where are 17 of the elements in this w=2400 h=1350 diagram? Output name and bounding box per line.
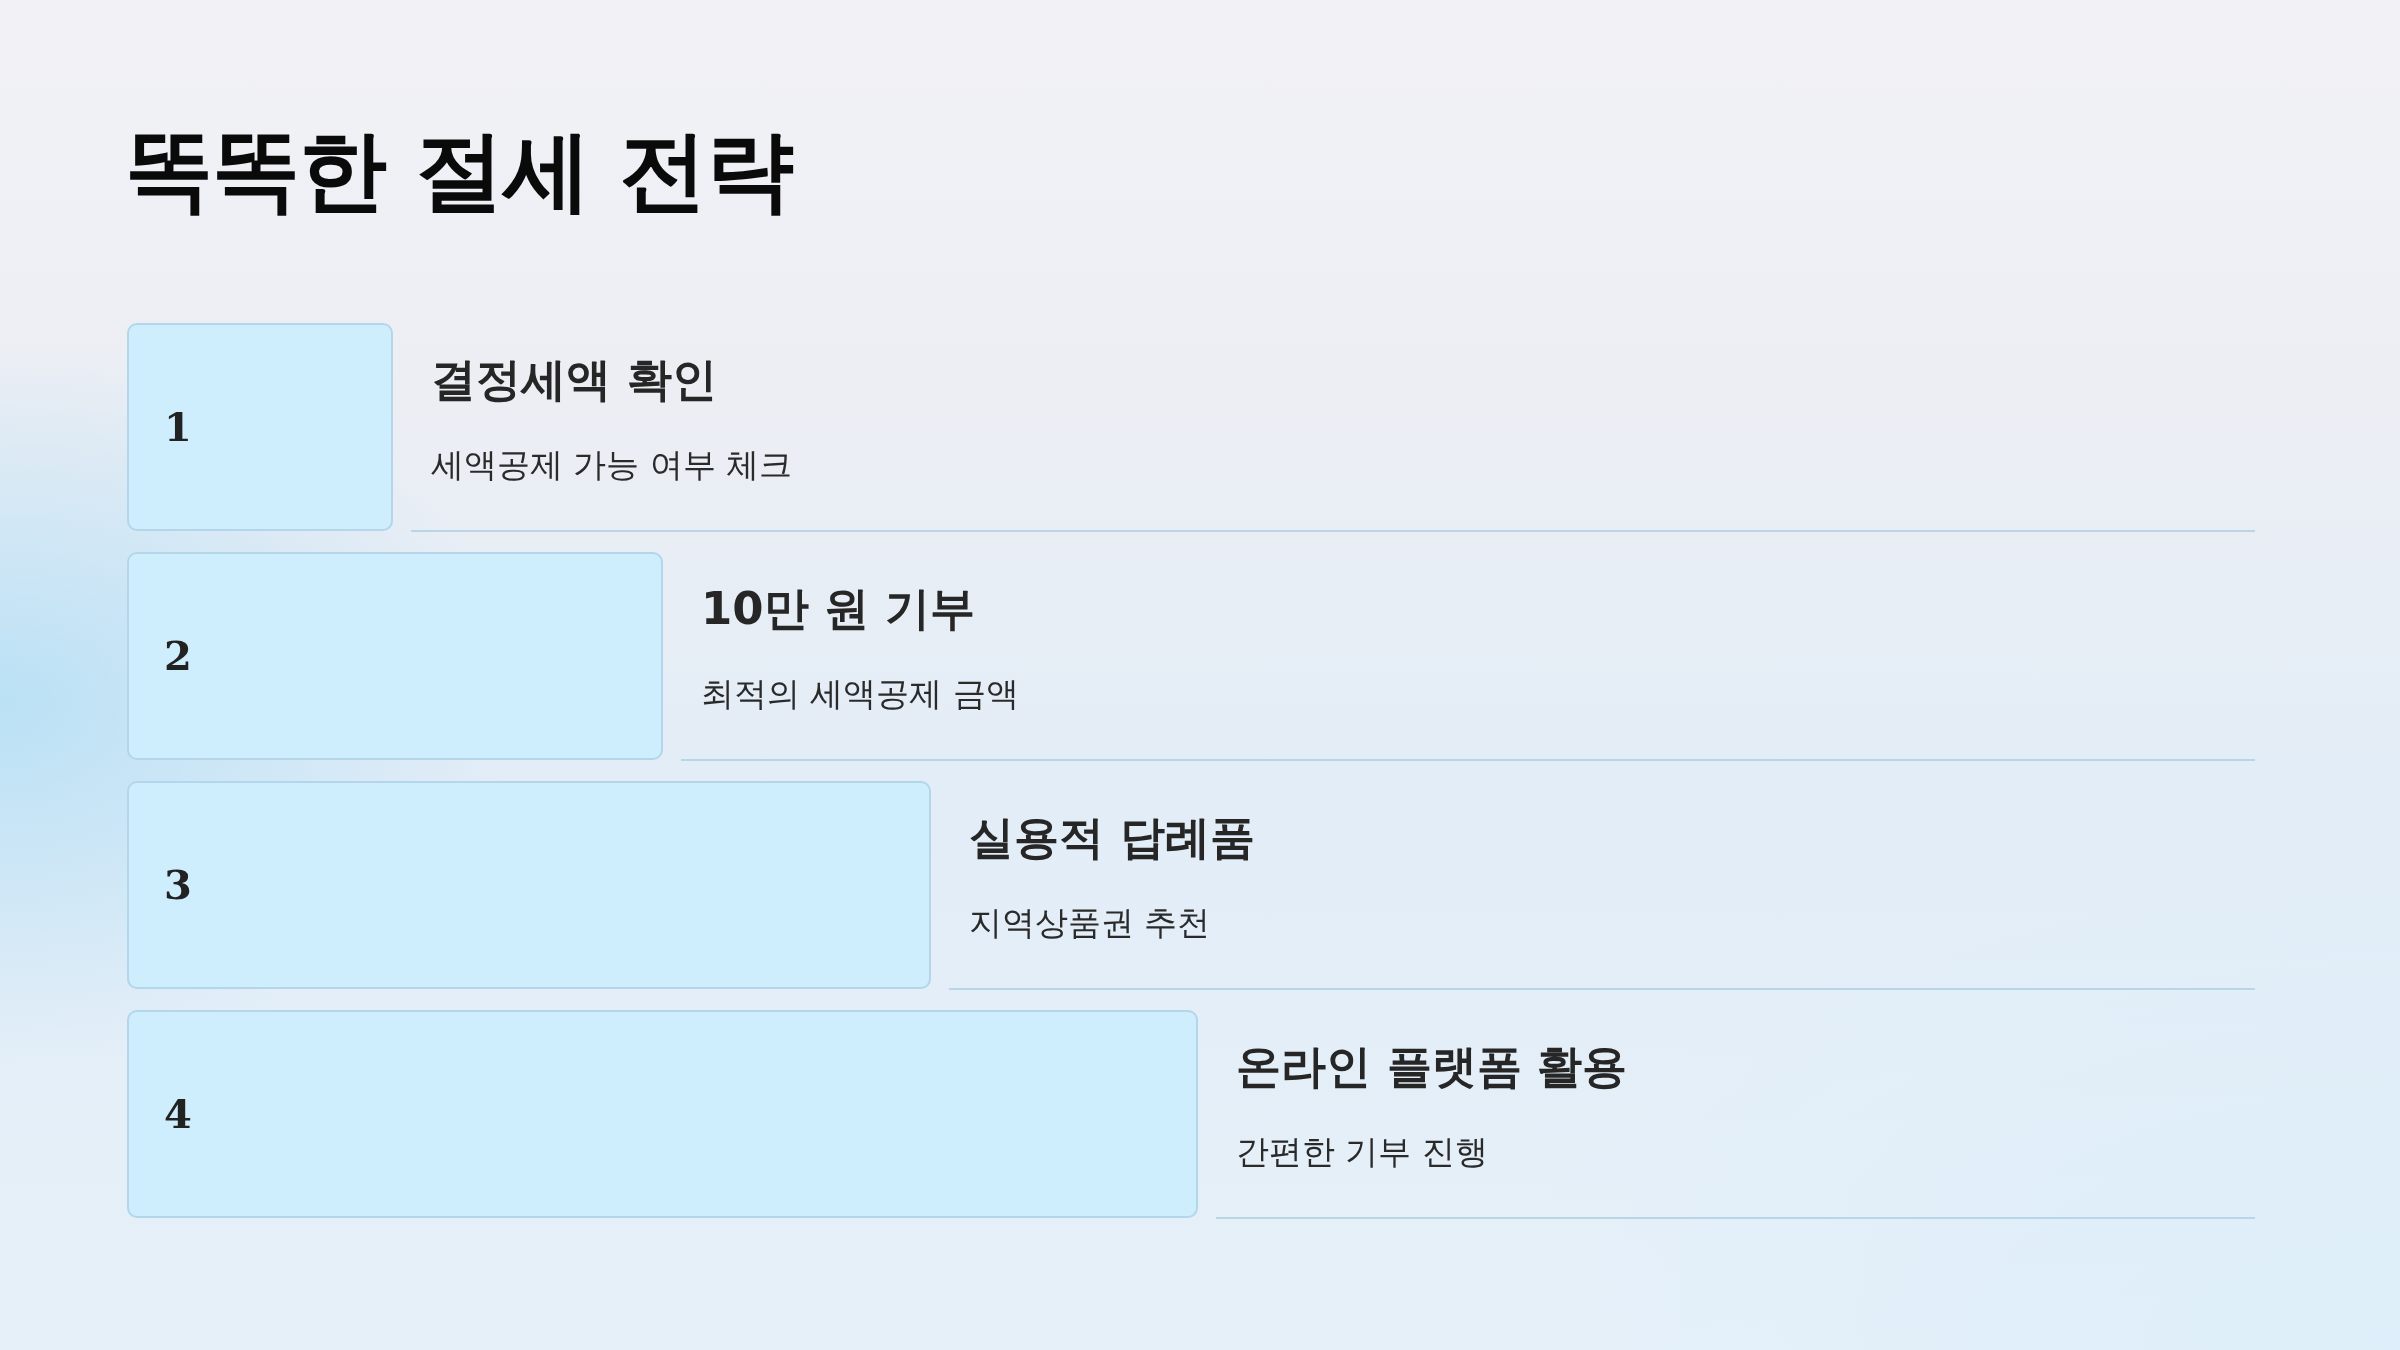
step-description: 간편한 기부 진행 (1236, 1132, 1488, 1172)
step-description: 세액공제 가능 여부 체크 (431, 445, 793, 485)
step-heading: 온라인 플랫폼 활용 (1236, 1040, 1628, 1094)
step-number: 1 (164, 407, 192, 447)
step-heading: 10만 원 기부 (701, 582, 975, 636)
slide-title: 똑똑한 절세 전략 (125, 118, 794, 224)
step-number: 4 (164, 1094, 192, 1134)
step-number: 2 (164, 636, 192, 676)
step-heading: 결정세액 확인 (431, 353, 717, 407)
step-box (127, 1010, 1198, 1218)
step-number: 3 (164, 865, 192, 905)
step-box (127, 323, 393, 531)
step-box (127, 781, 931, 989)
step-description: 지역상품권 추천 (969, 903, 1211, 943)
step-heading: 실용적 답례품 (969, 811, 1255, 865)
step-box (127, 552, 663, 760)
step-description: 최적의 세액공제 금액 (701, 674, 1019, 714)
